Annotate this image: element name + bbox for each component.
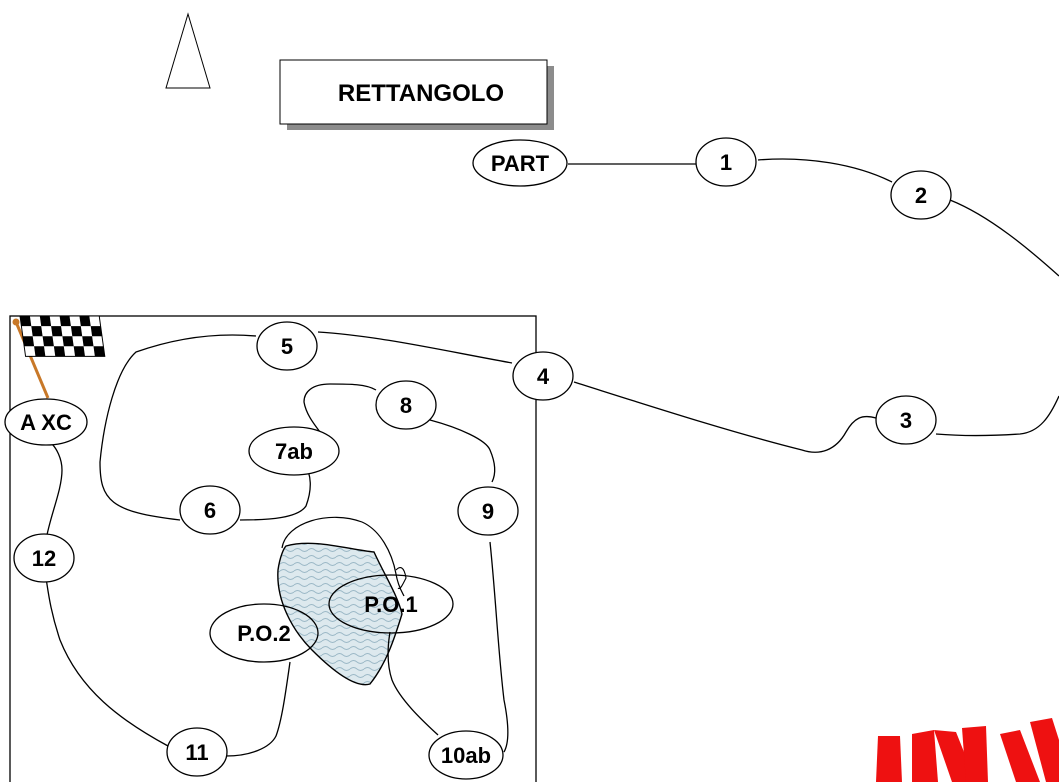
finish-marker: A XC [4,315,106,446]
logo-mark [876,718,1059,782]
fence-9-label: 9 [482,499,494,524]
water-obstacle [277,516,407,686]
fence-1-label: 1 [720,150,732,175]
fence-6: 6 [179,485,241,535]
fence-3: 3 [875,395,937,445]
route-line [45,158,1059,757]
fence-2-label: 2 [915,183,927,208]
fence-6-label: 6 [204,498,216,523]
checkered-flag-icon [12,315,106,399]
fence-9: 9 [457,486,519,536]
fence-2: 2 [890,170,952,220]
fence-5: 5 [256,321,318,371]
fence-5-label: 5 [281,334,293,359]
fence-7ab-label: 7ab [275,439,313,464]
penalty-zone-po2-label: P.O.2 [237,621,290,646]
fence-8-label: 8 [400,393,412,418]
penalty-zone-po1-label: P.O.1 [364,592,417,617]
start-marker: PART [472,139,568,187]
fence-10ab-label: 10ab [441,743,491,768]
fence-12: 12 [13,533,75,583]
fence-1: 1 [695,137,757,187]
arena-rectangle [9,315,537,782]
north-arrow-icon [165,12,211,89]
finish-label: A XC [20,410,72,435]
fence-4-label: 4 [537,364,550,389]
title-text: RETTANGOLO [338,80,504,107]
fence-3-label: 3 [900,408,912,433]
start-label: PART [491,151,550,176]
fence-11: 11 [166,727,228,777]
fence-4: 4 [512,351,574,401]
fence-12-label: 12 [32,546,56,571]
fence-11-label: 11 [185,740,208,765]
penalty-zone-po2: P.O.2 [209,603,319,663]
penalty-zone-po1: P.O.1 [328,574,454,634]
fence-10ab: 10ab [428,730,504,780]
fence-7ab: 7ab [248,426,340,476]
title-box: RETTANGOLO [279,59,554,130]
fence-8: 8 [375,380,437,430]
